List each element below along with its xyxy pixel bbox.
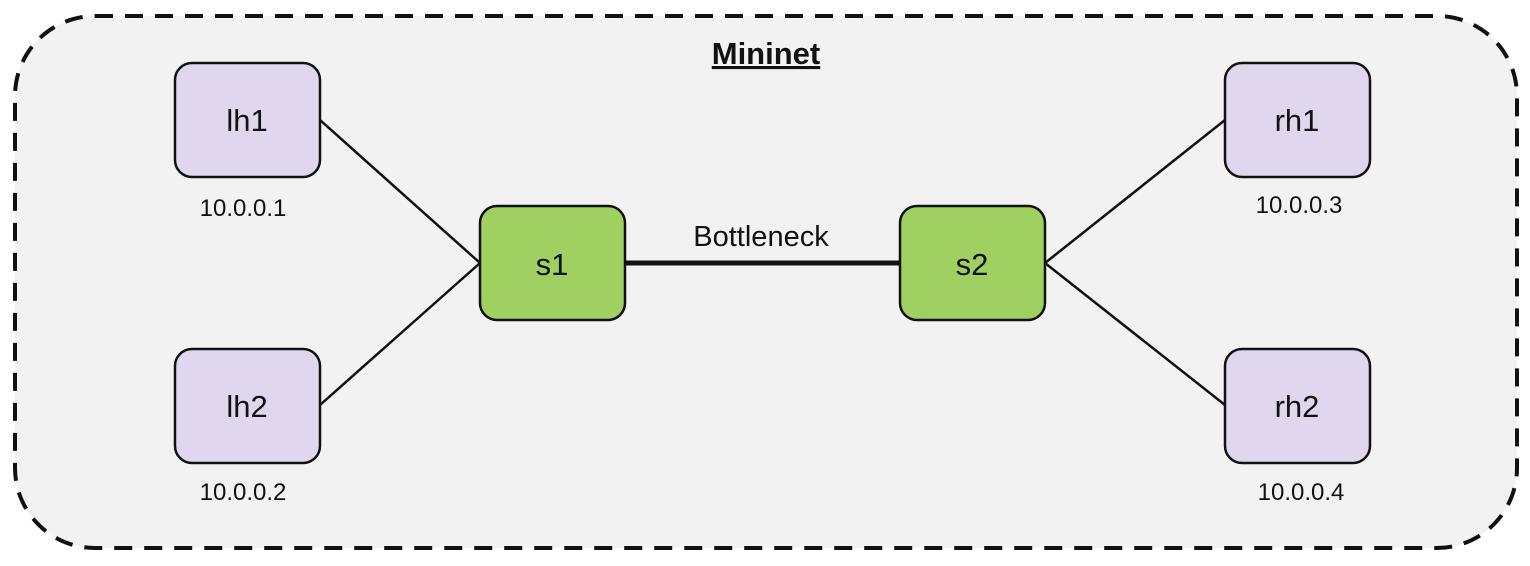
host-box (173, 347, 322, 465)
bottleneck-link-label: Bottleneck (693, 221, 829, 253)
host-lh2: lh2 10.0.0.2 (173, 347, 322, 506)
diagram-title: Mininet (712, 36, 821, 71)
switch-box (478, 204, 627, 322)
switch-label: s2 (956, 247, 989, 282)
switch-s1: s1 (478, 204, 627, 322)
host-box (1223, 347, 1372, 465)
host-ip-label: 10.0.0.4 (1258, 479, 1345, 506)
link-lh1-s1 (319, 119, 481, 264)
host-label: lh2 (226, 389, 267, 424)
host-label: rh2 (1275, 389, 1320, 424)
host-box (1223, 61, 1372, 179)
host-lh1: lh1 10.0.0.1 (173, 61, 322, 222)
mininet-container (13, 14, 1519, 550)
switch-s2: s2 (898, 204, 1047, 322)
switch-label: s1 (536, 247, 569, 282)
link-lh2-s1 (319, 262, 481, 406)
host-rh2: rh2 10.0.0.4 (1223, 347, 1372, 506)
switch-box (898, 204, 1047, 322)
host-label: lh1 (226, 103, 267, 138)
host-ip-label: 10.0.0.2 (200, 479, 287, 506)
host-ip-label: 10.0.0.1 (200, 195, 287, 222)
link-s2-rh1 (1044, 119, 1226, 264)
host-rh1: rh1 10.0.0.3 (1223, 61, 1372, 219)
host-label: rh1 (1275, 103, 1320, 138)
host-box (173, 61, 322, 179)
host-ip-label: 10.0.0.3 (1256, 192, 1343, 219)
link-s2-rh2 (1044, 262, 1226, 406)
